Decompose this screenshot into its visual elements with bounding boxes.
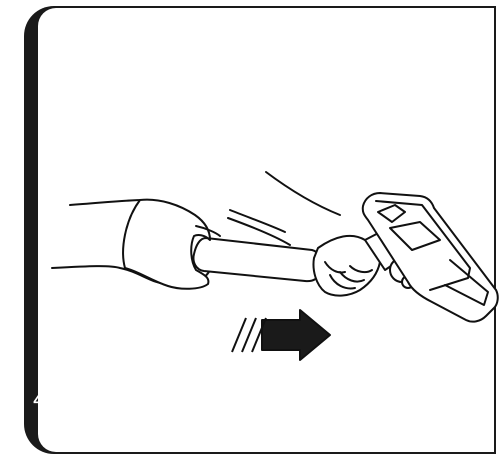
vacuum-wand [193, 238, 322, 281]
step-number: 4 [33, 388, 46, 412]
motion-arrow-icon [232, 310, 330, 360]
front-arm-top [266, 172, 340, 215]
